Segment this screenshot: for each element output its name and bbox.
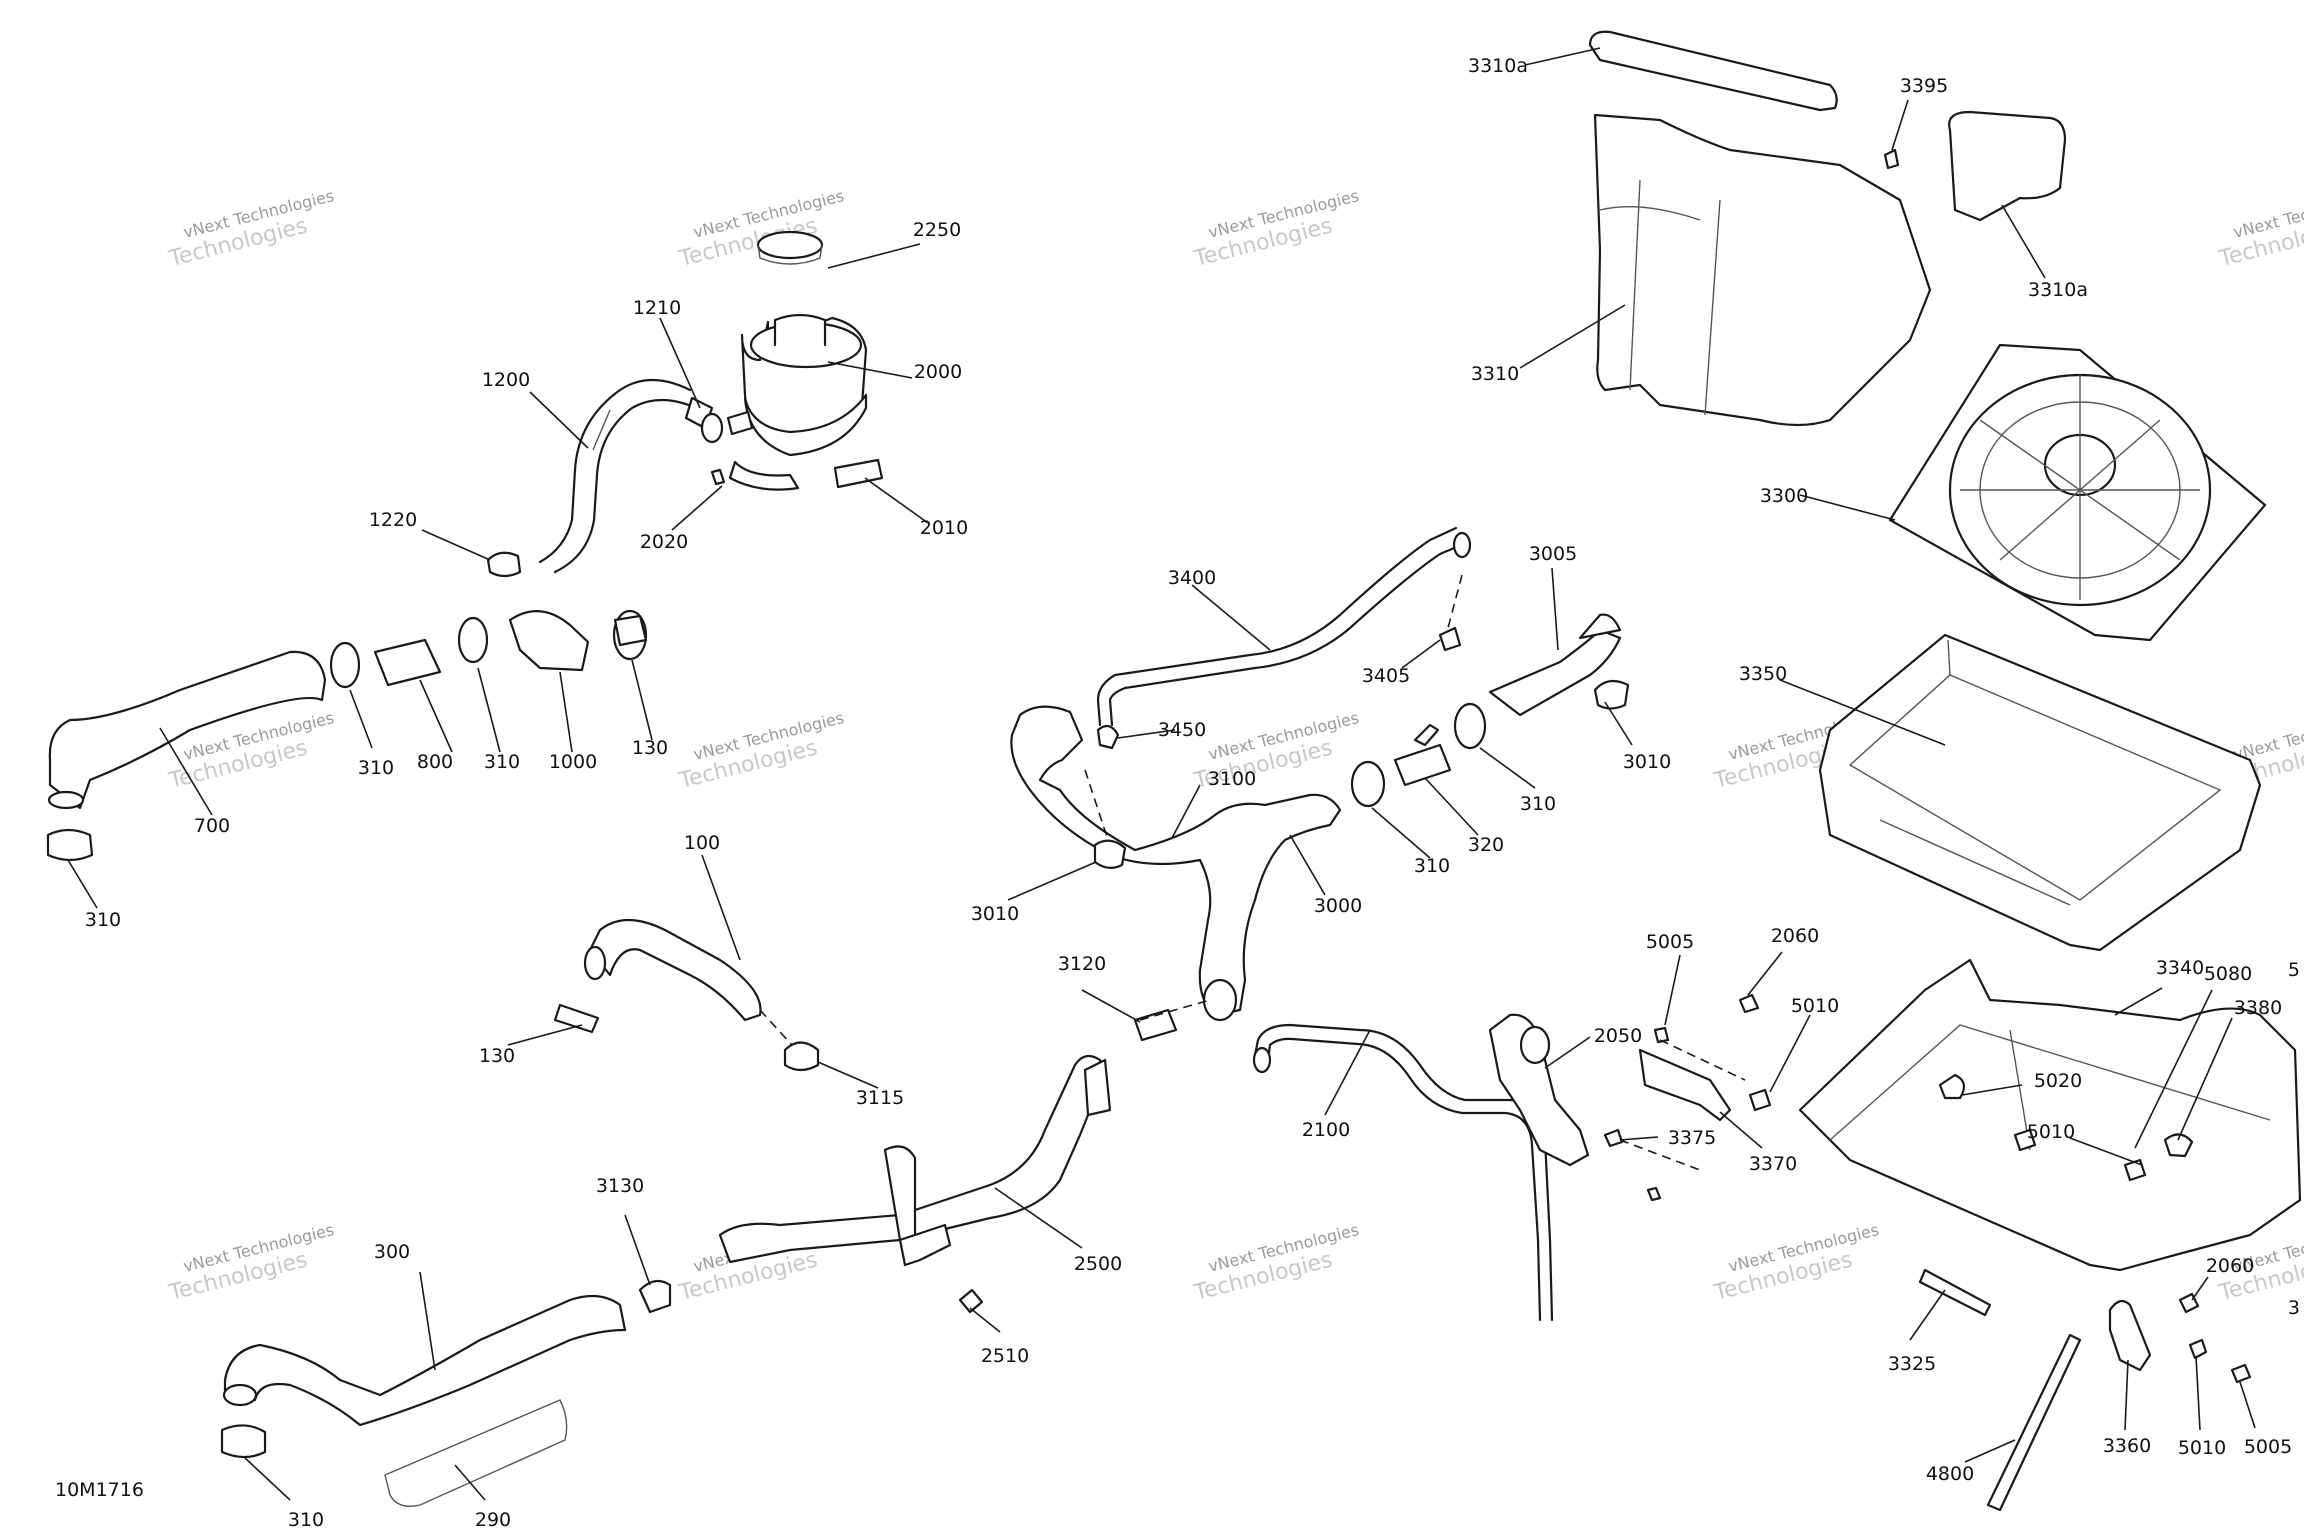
pipe-2100-2050 bbox=[1252, 1013, 1590, 1322]
fan-shroud-3310 bbox=[1593, 113, 1932, 427]
callout-label: 2060 bbox=[2206, 1255, 2254, 1277]
callout-label: 1210 bbox=[633, 297, 681, 319]
diagram-code: 10M1716 bbox=[55, 1479, 144, 1501]
callout-label: 700 bbox=[194, 815, 230, 837]
callout-labels: 2250 1210 2000 1200 2010 2020 1220 310 800 310 100… bbox=[85, 55, 2300, 1531]
callout-label: 5080 bbox=[2204, 963, 2252, 985]
callout-label: 3325 bbox=[1888, 1353, 1936, 1375]
callout-label: 310 bbox=[358, 757, 394, 779]
radiator-3350 bbox=[1818, 633, 2262, 952]
callout-label: 3000 bbox=[1314, 895, 1362, 917]
callout-label: 1220 bbox=[369, 509, 417, 531]
callout-label: 2060 bbox=[1771, 925, 1819, 947]
callout-label: 3130 bbox=[596, 1175, 644, 1197]
callout-label: 3340 bbox=[2156, 957, 2204, 979]
upper-left-hose-chain bbox=[46, 609, 648, 862]
reservoir-cap bbox=[756, 230, 824, 260]
callout-label: 3370 bbox=[1749, 1153, 1797, 1175]
callout-label: 3120 bbox=[1058, 953, 1106, 975]
callout-label: 2010 bbox=[920, 517, 968, 539]
callout-label: 290 bbox=[475, 1509, 511, 1531]
callout-label: 3360 bbox=[2103, 1435, 2151, 1457]
callout-label: 5 bbox=[2288, 959, 2300, 981]
callout-label: 100 bbox=[684, 832, 720, 854]
callout-label: 2250 bbox=[913, 219, 961, 241]
callout-label: 3380 bbox=[2234, 997, 2282, 1019]
hose-3400 bbox=[1096, 526, 1472, 750]
callout-label: 1200 bbox=[482, 369, 530, 391]
callout-label: 3310 bbox=[1471, 363, 1519, 385]
callout-label: 310 bbox=[484, 751, 520, 773]
callout-label: 2510 bbox=[981, 1345, 1029, 1367]
callout-label: 3 bbox=[2288, 1297, 2300, 1319]
callout-label: 3310a bbox=[1468, 55, 1528, 77]
callout-label: 310 bbox=[288, 1509, 324, 1531]
coolant-reservoir-assembly bbox=[710, 230, 884, 491]
mounting-bracket-3340 bbox=[1603, 958, 2302, 1512]
callout-label: 2500 bbox=[1074, 1253, 1122, 1275]
callout-label: 130 bbox=[632, 737, 668, 759]
callout-label: 310 bbox=[1414, 855, 1450, 877]
callout-label: 5010 bbox=[2178, 1437, 2226, 1459]
callout-label: 2050 bbox=[1594, 1025, 1642, 1047]
callout-label: 3010 bbox=[971, 903, 1019, 925]
callout-label: 320 bbox=[1468, 834, 1504, 856]
callout-label: 310 bbox=[85, 909, 121, 931]
callout-label: 3005 bbox=[1529, 543, 1577, 565]
callout-label: 130 bbox=[479, 1045, 515, 1067]
callout-label: 3395 bbox=[1900, 75, 1948, 97]
callout-label: 5020 bbox=[2034, 1070, 2082, 1092]
callout-label: 3450 bbox=[1158, 719, 1206, 741]
callout-label: 3100 bbox=[1208, 768, 1256, 790]
callout-label: 310 bbox=[1520, 793, 1556, 815]
callout-label: 300 bbox=[374, 1241, 410, 1263]
hose-100 bbox=[553, 919, 820, 1072]
callout-label: 3310a bbox=[2028, 279, 2088, 301]
callout-label: 3115 bbox=[856, 1087, 904, 1109]
callout-label: 5005 bbox=[1646, 931, 1694, 953]
callout-label: 5010 bbox=[2027, 1121, 2075, 1143]
callout-label: 2000 bbox=[914, 361, 962, 383]
callout-label: 1000 bbox=[549, 751, 597, 773]
overflow-hose-1200 bbox=[486, 379, 724, 578]
callout-label: 3405 bbox=[1362, 665, 1410, 687]
hose-3100-3000 bbox=[1010, 613, 1630, 1022]
radiator-assembly bbox=[1588, 30, 2267, 952]
coolant-pipe-2500 bbox=[718, 999, 1211, 1314]
callout-label: 5005 bbox=[2244, 1436, 2292, 1458]
lower-left-hose-300 bbox=[220, 1279, 672, 1507]
callout-label: 800 bbox=[417, 751, 453, 773]
callout-label: 4800 bbox=[1926, 1463, 1974, 1485]
callout-label: 3400 bbox=[1168, 567, 1216, 589]
callout-label: 3350 bbox=[1739, 663, 1787, 685]
callout-label: 2100 bbox=[1302, 1119, 1350, 1141]
callout-label: 3375 bbox=[1668, 1127, 1716, 1149]
callout-label: 3300 bbox=[1760, 485, 1808, 507]
callout-label: 5010 bbox=[1791, 995, 1839, 1017]
callout-label: 3010 bbox=[1623, 751, 1671, 773]
callout-leaders bbox=[67, 47, 2256, 1501]
callout-label: 2020 bbox=[640, 531, 688, 553]
